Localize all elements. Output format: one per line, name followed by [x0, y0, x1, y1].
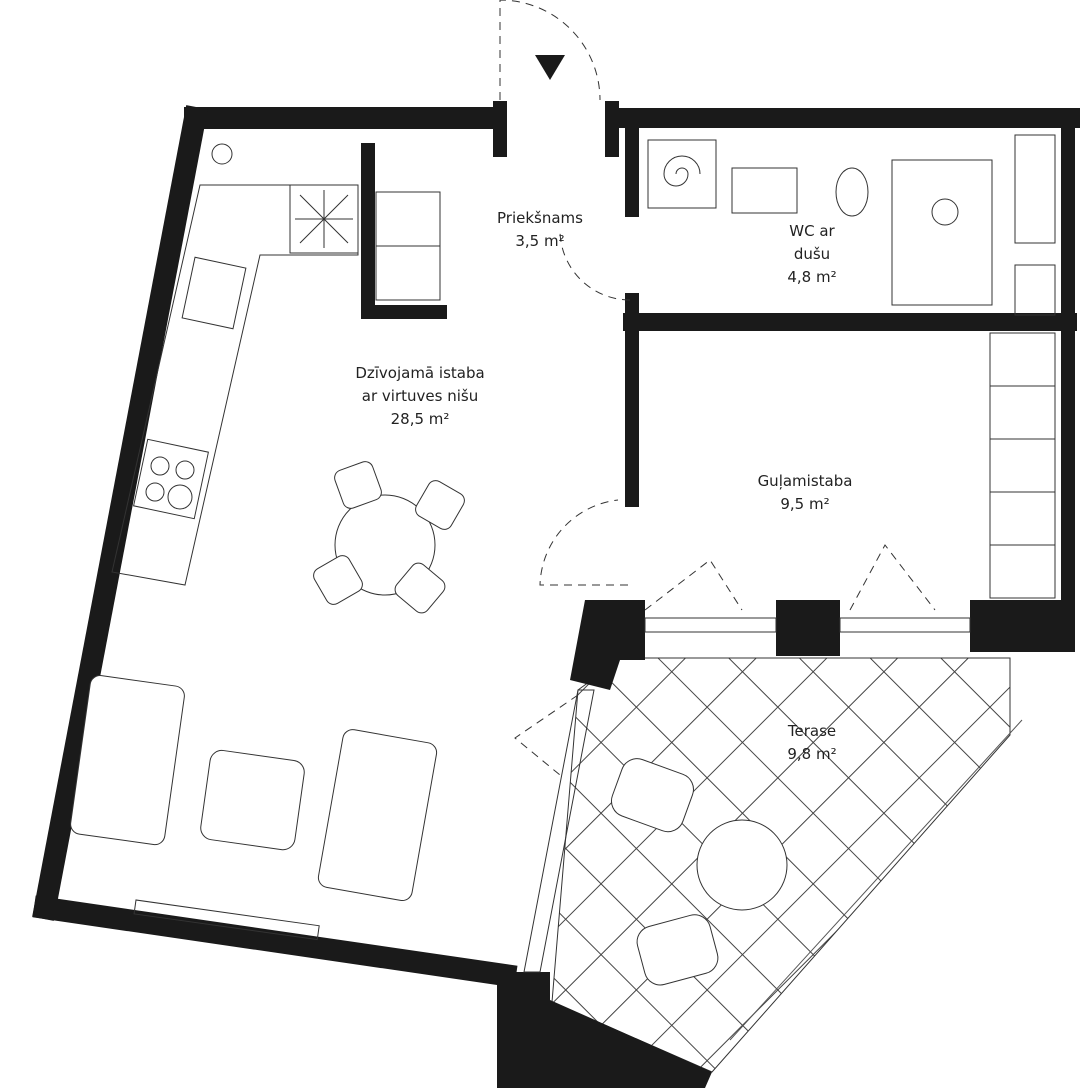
wardrobes [375, 134, 1056, 599]
stove-icon [133, 438, 209, 520]
kitchen-counter [111, 184, 359, 586]
wall-blocks [497, 600, 1075, 1088]
room-label-bedroom: Guļamistaba 9,5 m² [758, 470, 853, 516]
dining-set [313, 461, 465, 614]
door-swings [499, 0, 936, 776]
shower-icon [931, 198, 959, 226]
sofas [70, 675, 438, 902]
room-name: Terase [787, 722, 837, 740]
room-name: ar virtuves nišu [361, 387, 479, 405]
room-label-terrace: Terase 9,8 m² [787, 720, 836, 766]
toilet-icon [835, 167, 869, 217]
bathroom-fixtures [647, 139, 993, 306]
room-label-bathroom: WC ar dušu 4,8 m² [787, 220, 836, 289]
room-name: Priekšnams [497, 209, 583, 227]
room-name: Dzīvojamā istaba [355, 364, 485, 382]
room-name: WC ar [789, 222, 835, 240]
windows [133, 617, 971, 973]
walls [32, 101, 1080, 988]
room-name: dušu [793, 245, 831, 263]
room-area: 28,5 m² [390, 410, 450, 428]
room-label-hallway: Priekšnams 3,5 m² [497, 207, 583, 253]
room-area: 9,8 m² [787, 745, 837, 763]
terrace-furniture [610, 758, 788, 986]
room-area: 9,5 m² [780, 495, 830, 513]
room-name: Guļamistaba [757, 472, 853, 490]
room-area: 3,5 m² [515, 232, 565, 250]
room-label-living-room: Dzīvojamā istaba ar virtuves nišu 28,5 m… [355, 362, 484, 431]
washing-machine-icon [663, 155, 701, 187]
sink-icon [181, 256, 247, 330]
room-area: 4,8 m² [787, 268, 837, 286]
entrance-arrow-icon [535, 55, 565, 80]
column-icon [211, 143, 233, 165]
terrace-railing [729, 719, 1023, 1041]
